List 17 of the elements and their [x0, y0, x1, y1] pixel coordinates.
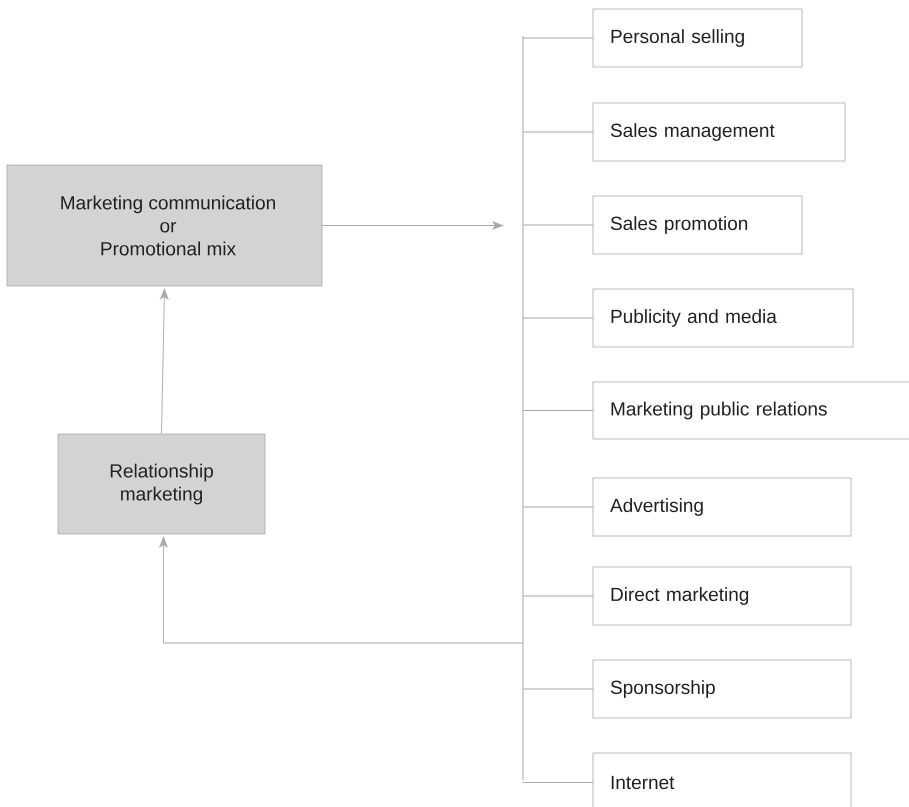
connector-line: [522, 688, 594, 690]
connector-line: [522, 782, 594, 783]
connector-line: [522, 224, 594, 226]
process-box: Relationship marketing: [58, 434, 266, 534]
item-box: Sponsorship: [592, 660, 852, 718]
item-box: Internet: [592, 752, 852, 807]
item-box: Marketing public relations: [592, 382, 909, 440]
item-box: Publicity and media: [592, 288, 854, 348]
item-box: Personal selling: [592, 8, 802, 68]
item-box: Advertising: [592, 478, 852, 536]
connector-line: [522, 506, 594, 508]
connector-line: [522, 410, 594, 411]
bus-line: [522, 36, 524, 780]
process-box: Marketing communication or Promotional mix: [6, 164, 322, 286]
item-box: Direct marketing: [592, 566, 852, 626]
item-box: Sales promotion: [592, 196, 802, 254]
item-box: Sales management: [592, 102, 846, 162]
